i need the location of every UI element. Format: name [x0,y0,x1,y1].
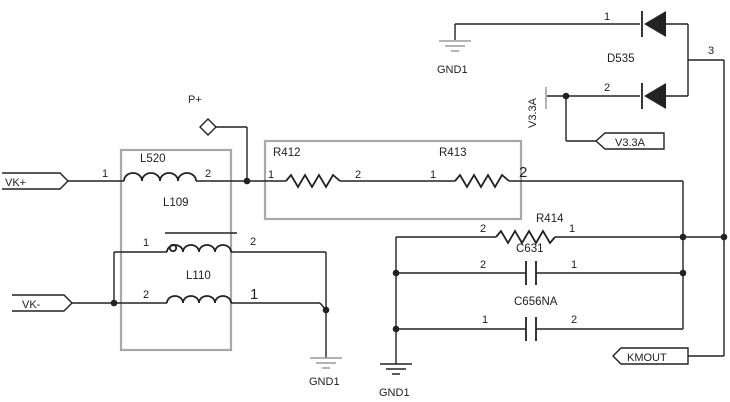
inductor-l520 [123,172,197,182]
l110-pin2-bottom: 2 [143,289,149,301]
r414-pin2: 2 [480,223,486,235]
gnd-top-symbol: GND1 [437,40,471,76]
p-plus-testpoint: P+ [188,94,248,181]
junction-r414-bus [679,233,687,241]
r413-pin1: 1 [430,169,436,181]
l109-ref: L109 [163,197,189,209]
gnd-bottom-label: GND1 [379,387,410,399]
kmout-port: KMOUT [612,347,689,365]
c656na-pin1: 1 [482,314,488,326]
c656na-pin2: 2 [571,314,577,326]
v33a-port: V3.3A [595,132,665,150]
r412-ref: R412 [273,147,301,159]
r412-pin2: 2 [355,169,361,181]
l110-pin1-top: 1 [143,237,149,249]
capacitor-c631 [525,261,537,285]
v33a-rail-label: V3.3A [527,97,539,128]
resistor-enclosure [263,139,523,221]
c631-pin1: 1 [571,259,577,271]
d535-pin3: 3 [708,45,714,57]
vk-plus-label: VK+ [5,177,26,189]
r414-pin1: 1 [569,223,575,235]
gnd-mid-symbol: GND1 [309,357,342,388]
r412-pin1: 1 [268,169,274,181]
d535-pin1: 1 [604,11,610,23]
junction-c631-left [392,269,400,277]
junction-vk-minus [110,299,118,307]
r414-ref: R414 [536,213,564,225]
kmout-label: KMOUT [627,352,667,364]
l520-pin2: 2 [205,168,211,180]
p-plus-label: P+ [188,94,202,106]
c656na-ref: C656NA [514,296,558,308]
l520-pin1: 1 [102,168,108,180]
l520-ref: L520 [140,153,166,165]
d535-pin2: 2 [604,82,610,94]
gnd-top-label: GND1 [437,64,468,76]
r413-pin2: 2 [519,164,527,181]
v33a-flag-label: V3.3A [615,137,646,149]
l110-pin1-bottom: 1 [250,286,258,303]
diode-d535-upper [641,11,666,37]
l110-ref: L110 [186,270,211,282]
l110-pin2-top: 2 [250,236,256,248]
gnd-bottom-symbol: GND1 [379,363,412,399]
gnd-mid-label: GND1 [309,376,340,388]
resistor-r414 [495,229,556,245]
c631-ref: C631 [516,243,544,255]
diode-d535-lower [641,83,666,109]
capacitor-c656na [525,317,537,341]
resistor-r412 [285,173,341,189]
vk-minus-port: VK- [12,294,73,312]
inductor-l110-bottom [166,295,232,304]
d535-ref: D535 [607,53,635,65]
c631-pin2: 2 [480,259,486,271]
vk-plus-port: VK+ [2,172,69,190]
junction-c656-left [392,325,400,333]
junction-c631-right [679,269,687,277]
vk-minus-label: VK- [22,299,41,311]
r413-ref: R413 [439,147,467,159]
inductor-l110-top [166,244,232,253]
resistor-r413 [454,173,510,189]
